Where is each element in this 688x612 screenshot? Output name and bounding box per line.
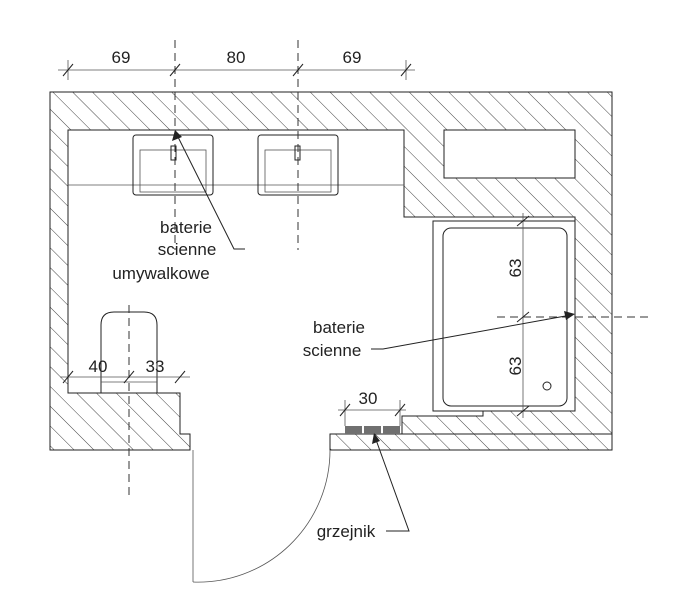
walls: [49, 91, 613, 451]
radiator-section-3: [383, 426, 400, 434]
mixer-left: [170, 145, 177, 161]
leader-line-basin: [176, 134, 245, 250]
washbasins: [68, 134, 404, 196]
bathtub-rim: [432, 220, 576, 412]
radiator-section-1: [345, 426, 362, 434]
dim-tick-bath-3: [516, 405, 530, 417]
label-basin-mixers-1: baterie: [160, 218, 212, 237]
arrowhead-bath: [564, 311, 575, 320]
leader-radiator: grzejnik: [317, 433, 410, 541]
label-basin-mixers-3: umywalkowe: [112, 264, 209, 283]
dim-top-middle: 80: [227, 48, 246, 67]
washbasin-left: [132, 134, 214, 196]
leader-bath-mixers: baterie scienne: [303, 311, 575, 360]
radiator-section-2: [364, 426, 381, 434]
label-bath-mixers-2: scienne: [303, 341, 362, 360]
door: [192, 449, 331, 583]
label-radiator: grzejnik: [317, 522, 376, 541]
leader-basin-mixers: baterie scienne umywalkowe: [112, 130, 245, 283]
dimension-bath: 63 63: [506, 213, 530, 418]
dim-radiator: 30: [359, 389, 378, 408]
dim-top-right: 69: [343, 48, 362, 67]
dim-tick-rad-1: [339, 403, 351, 417]
axis-lines: [128, 40, 648, 500]
washbasin-left-bowl: [139, 149, 207, 193]
dimension-radiator: 30: [338, 389, 406, 426]
dim-tick-wc-1: [62, 370, 74, 384]
dim-wc-right: 33: [146, 357, 165, 376]
arrowhead-radiator: [372, 433, 380, 444]
dim-tick-bath-1: [516, 215, 530, 227]
radiator: [345, 426, 400, 434]
label-basin-mixers-2: scienne: [158, 240, 217, 259]
dim-tick-rad-2: [394, 403, 406, 417]
dim-tick-4: [400, 63, 412, 77]
dim-wc-left: 40: [89, 357, 108, 376]
dim-top-left: 69: [112, 48, 131, 67]
leader-line-radiator: [374, 436, 410, 532]
label-bath-mixers-1: baterie: [313, 318, 365, 337]
door-swing-arc: [192, 449, 331, 583]
dim-tick-bath-2: [516, 311, 530, 323]
leader-line-bath: [371, 314, 572, 350]
dimension-top: 69 80 69: [58, 48, 415, 80]
bathtub-drain: [542, 381, 552, 391]
dim-bath-upper: 63: [506, 259, 525, 278]
dim-tick-3: [292, 63, 304, 77]
arrowhead-basin: [172, 130, 182, 141]
bathtub: [432, 220, 576, 412]
wall-niche-shelf: [443, 129, 576, 179]
dim-tick-2: [169, 63, 181, 77]
dim-tick-wc-3: [174, 370, 186, 384]
dim-tick-1: [62, 63, 74, 77]
dimension-toilet: 40 33: [60, 357, 190, 384]
dim-bath-lower: 63: [506, 357, 525, 376]
dim-tick-wc-2: [123, 370, 135, 384]
